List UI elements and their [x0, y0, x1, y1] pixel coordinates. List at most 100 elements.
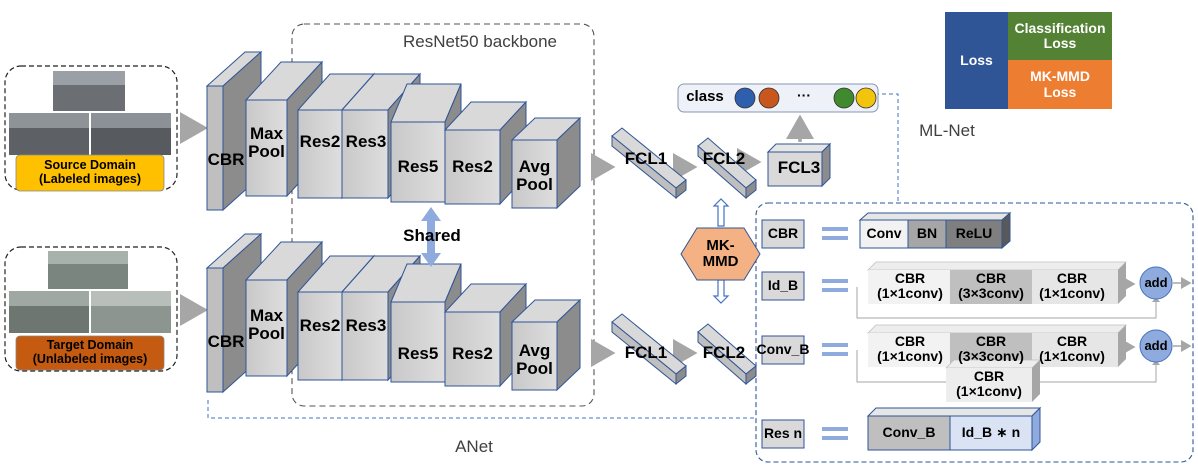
bottom-maxpool-line1: Max	[249, 306, 284, 325]
class-dot	[855, 87, 877, 109]
backbone-title: ResNet50 backbone	[402, 32, 558, 51]
top-fcl3-label: FCL3	[777, 158, 821, 177]
bottom-fcl2-label: FCL2	[702, 343, 746, 362]
convb-skip-kernel: (1×1conv)	[956, 383, 1022, 399]
bottom-res5-label: Res5	[397, 344, 439, 363]
mkmmd-loss-line2: Loss	[1043, 83, 1077, 100]
target-domain-frame	[4, 246, 178, 372]
anet-bracket	[207, 400, 756, 419]
bottom-maxpool-line2: Pool	[248, 323, 285, 343]
idb-cbr2-kernel: (3×3conv)	[958, 285, 1024, 301]
idb-module-name: Id_B	[767, 277, 799, 294]
source-domain-line1: Source Domain	[44, 158, 136, 173]
cbr-module-name: CBR	[767, 225, 799, 242]
top-res5-label: Res5	[397, 157, 439, 176]
bottom-cbr-label: CBR	[207, 332, 245, 351]
loss-label: Loss	[960, 51, 993, 68]
convb-cbr2-kernel: (3×3conv)	[958, 348, 1024, 364]
class-dot	[833, 87, 855, 109]
source-domain-line2: (Labeled images)	[38, 172, 142, 186]
bottom-res2-label: Res2	[299, 316, 341, 335]
module-conv-b	[761, 324, 1192, 402]
idb-cbr2-name: CBR	[975, 269, 1007, 286]
convb-add-label: add	[1144, 337, 1168, 353]
idb-cbr3-label: CBR (1×1conv)	[1024, 268, 1120, 304]
convb-cbr3-name: CBR	[1056, 332, 1088, 349]
anet-label: ANet	[455, 437, 493, 456]
idb-cbr1-kernel: (1×1conv)	[877, 285, 943, 301]
top-fcl1-label: FCL1	[624, 149, 668, 168]
classification-loss-line2: Loss	[1043, 35, 1077, 51]
source-domain-frame	[4, 65, 178, 191]
convb-skip-name: CBR	[973, 367, 1005, 384]
target-domain-badge	[15, 335, 165, 371]
source-domain-label: Source Domain (Labeled images)	[16, 155, 164, 191]
top-res2-label: Res2	[299, 132, 341, 151]
bottom-avgpool-line2: Pool	[516, 358, 553, 378]
module-res-n	[761, 406, 1042, 452]
bottom-avgpool-line1: Avg	[518, 341, 551, 360]
resn-convb-label: Conv_B	[882, 424, 936, 441]
convb-cbr1-name: CBR	[894, 332, 926, 349]
top-maxpool-label: Max Pool	[244, 125, 289, 161]
bottom-fcl1-label: FCL1	[624, 343, 668, 362]
class-ellipsis: ···	[797, 87, 811, 103]
class-dots	[734, 87, 877, 109]
top-avgpool-line1: Avg	[518, 157, 551, 176]
source-domain-badge	[15, 154, 165, 192]
top-maxpool-line2: Pool	[248, 141, 285, 161]
idb-cbr2-label: CBR (3×3conv)	[943, 268, 1039, 304]
top-res2b-label: Res2	[452, 157, 493, 176]
target-domain-line2: (Unlabeled images)	[32, 352, 148, 366]
class-label: class	[686, 88, 724, 105]
class-dot	[758, 87, 780, 109]
convb-cbr2-name: CBR	[975, 332, 1007, 349]
mlnet-bracket	[875, 93, 899, 203]
mkmmd-loss-label: MK-MMD Loss	[1008, 60, 1112, 109]
classification-loss-label: Classification Loss	[1008, 12, 1112, 60]
cbr-conv-label: Conv	[866, 225, 902, 242]
idb-cbr1-name: CBR	[894, 269, 926, 286]
top-avgpool-line2: Pool	[516, 174, 553, 194]
mkmmd-line1: MK-	[706, 237, 735, 254]
convb-cbr3-label: CBR (1×1conv)	[1024, 331, 1120, 367]
classification-loss-box	[1008, 12, 1112, 60]
top-maxpool-line1: Max	[249, 124, 284, 143]
mkmmd-loss-line1: MK-MMD	[1030, 68, 1090, 85]
convb-skip-label: CBR (1×1conv)	[941, 366, 1037, 402]
loss-box	[945, 12, 1008, 109]
resnet50-backbone-frame	[291, 23, 595, 407]
classification-loss-line1: Classification	[1014, 19, 1106, 36]
idb-cbr3-name: CBR	[1056, 269, 1088, 286]
source-images	[9, 71, 171, 155]
target-domain-line1: Target Domain	[46, 338, 134, 353]
idb-add-label: add	[1144, 274, 1168, 290]
mkmmd-block	[680, 198, 761, 304]
bottom-maxpool-label: Max Pool	[244, 307, 289, 343]
top-res3-label: Res3	[345, 132, 387, 151]
cbr-bn-label: BN	[916, 225, 938, 242]
convb-module-name: Conv_B	[756, 341, 810, 358]
convb-cbr2-label: CBR (3×3conv)	[943, 331, 1039, 367]
module-id-b	[761, 261, 1192, 319]
idb-cbr1-label: CBR (1×1conv)	[862, 268, 958, 304]
mkmmd-label: MK- MMD	[681, 238, 760, 270]
target-images	[9, 251, 171, 333]
module-cbr	[761, 211, 1012, 250]
class-dot	[734, 87, 756, 109]
fcl-blocks	[611, 127, 832, 386]
mkmmd-loss-box	[1008, 60, 1112, 109]
shared-arrow	[421, 207, 441, 267]
convb-cbr1-kernel: (1×1conv)	[877, 348, 943, 364]
bottom-res2b-label: Res2	[452, 344, 493, 363]
top-cbr-label: CBR	[207, 150, 245, 169]
resn-idbn-label: Id_B ∗ n	[961, 424, 1021, 441]
bottom-res3-label: Res3	[345, 316, 387, 335]
top-fcl2-label: FCL2	[702, 149, 746, 168]
bottom-layers	[205, 232, 582, 394]
convb-cbr3-kernel: (1×1conv)	[1039, 348, 1105, 364]
top-layers	[205, 50, 582, 212]
cbr-relu-label: ReLU	[955, 225, 993, 242]
